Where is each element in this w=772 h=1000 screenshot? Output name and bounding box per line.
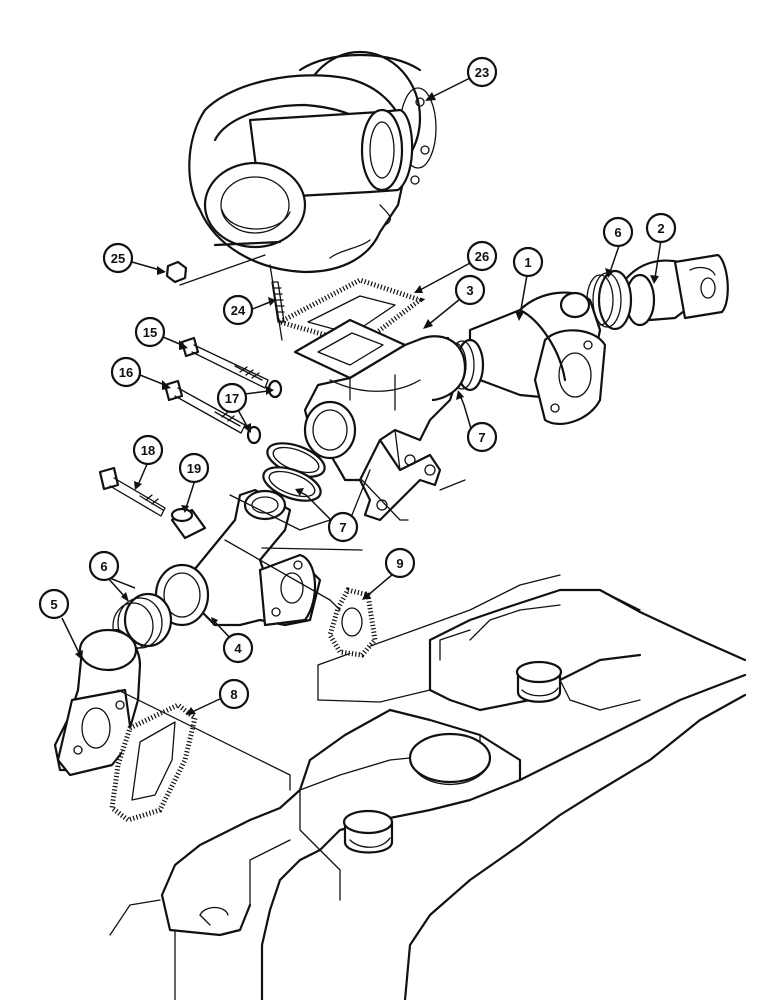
callout-3: 3 [454, 274, 486, 306]
svg-text:9: 9 [396, 556, 403, 571]
callout-4: 4 [222, 632, 254, 664]
svg-text:15: 15 [143, 325, 157, 340]
svg-text:5: 5 [50, 597, 57, 612]
svg-text:18: 18 [141, 443, 155, 458]
svg-text:19: 19 [187, 461, 201, 476]
exhaust-elbow-front [53, 628, 142, 777]
callout-19: 19 [178, 452, 210, 484]
callout-24: 24 [222, 294, 254, 326]
exhaust-elbow-right [586, 253, 729, 331]
callout-15: 15 [134, 316, 166, 348]
flange-gasket-9 [327, 587, 378, 658]
nut-25 [165, 260, 188, 284]
callout-18: 18 [132, 434, 164, 466]
svg-text:7: 7 [339, 520, 346, 535]
exhaust-manifold-rear [468, 291, 607, 425]
callout-6-lower: 6 [88, 550, 120, 582]
callout-17: 17 [216, 382, 248, 414]
svg-text:2: 2 [657, 221, 664, 236]
bolt-16 [163, 379, 262, 445]
callout-2: 2 [645, 212, 677, 244]
callout-26: 26 [466, 240, 498, 272]
callout-7-lower: 7 [327, 511, 359, 543]
svg-text:3: 3 [466, 283, 473, 298]
callout-1: 1 [512, 246, 544, 278]
turbocharger [188, 50, 437, 274]
callout-16: 16 [110, 356, 142, 388]
bolt-15 [180, 336, 283, 399]
callout-7-upper: 7 [466, 421, 498, 453]
svg-text:8: 8 [230, 687, 237, 702]
svg-text:26: 26 [475, 249, 489, 264]
callout-6-upper: 6 [602, 216, 634, 248]
svg-text:23: 23 [475, 65, 489, 80]
flange-gasket-8 [109, 702, 198, 823]
bolt-18 [98, 466, 166, 517]
engine-cylinder-head [109, 574, 747, 1000]
callout-23: 23 [466, 56, 498, 88]
svg-text:16: 16 [119, 365, 133, 380]
sealing-rings-lower [262, 442, 326, 502]
svg-text:4: 4 [234, 641, 242, 656]
assembly-lines [117, 254, 466, 791]
spacer-19 [170, 507, 207, 540]
turbo-adapter-manifold [293, 318, 467, 522]
svg-text:6: 6 [100, 559, 107, 574]
svg-text:24: 24 [231, 303, 246, 318]
filler-cap-lower [342, 809, 394, 854]
callout-5: 5 [38, 588, 70, 620]
svg-text:6: 6 [614, 225, 621, 240]
svg-text:7: 7 [478, 430, 485, 445]
callout-8: 8 [218, 678, 250, 710]
callout-9: 9 [384, 547, 416, 579]
filler-cap-upper [515, 660, 563, 703]
svg-text:1: 1 [524, 255, 531, 270]
svg-text:17: 17 [225, 391, 239, 406]
svg-text:25: 25 [111, 251, 125, 266]
callout-25: 25 [102, 242, 134, 274]
stud [271, 281, 285, 323]
